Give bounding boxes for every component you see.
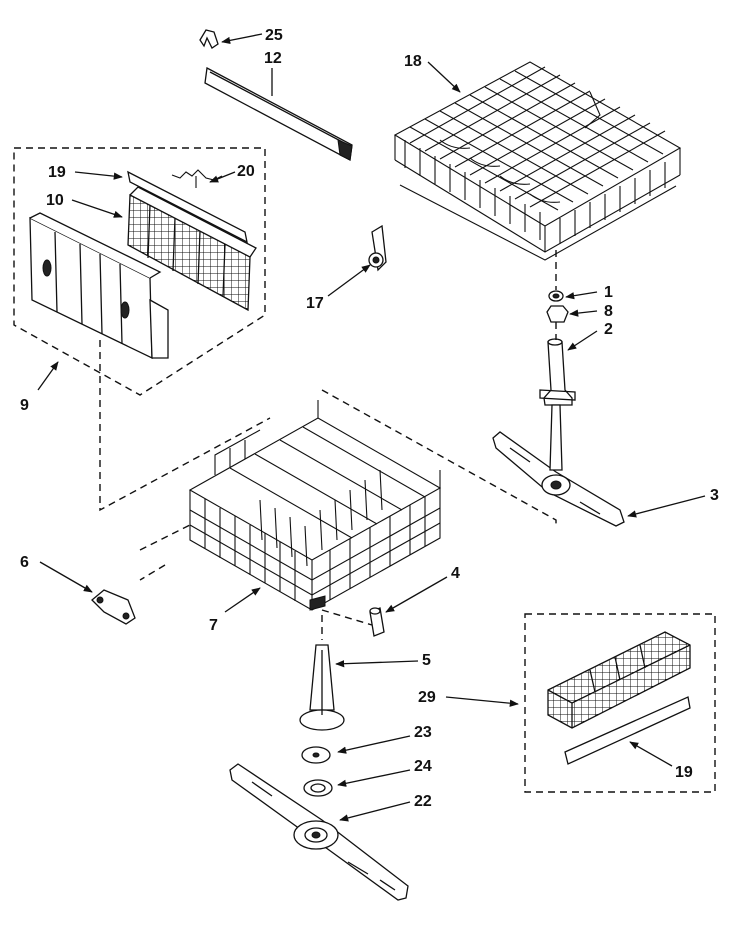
- part-29-basket: [547, 631, 691, 729]
- part-6-roller: [91, 589, 136, 625]
- part-17-bracket: [368, 224, 387, 272]
- part-1-nut: [548, 290, 564, 302]
- callout-18: 18: [404, 53, 422, 70]
- part-9-group-outline: [13, 147, 266, 396]
- part-3-upper-spray-arm: [492, 404, 625, 527]
- callout-2: 2: [604, 321, 613, 338]
- callout-9: 9: [20, 397, 29, 414]
- callout-6: 6: [20, 554, 29, 571]
- leader-arrows: [37, 33, 706, 822]
- callout-17: 17: [306, 295, 324, 312]
- callout-29: 29: [418, 689, 436, 706]
- assembly-line-roller: [139, 524, 191, 581]
- part-25-clip: [199, 29, 219, 49]
- part-19-strip-upper: [127, 170, 248, 244]
- part-4-wheel: [369, 607, 385, 637]
- part-2-feed-tube: [539, 338, 576, 406]
- part-19-strip-lower: [564, 696, 691, 765]
- part-24-seal: [303, 779, 333, 797]
- part-7-lower-rack: [188, 400, 442, 611]
- part-10-shelf: [127, 186, 257, 312]
- part-5-hub: [299, 644, 345, 731]
- part-12-rail: [204, 66, 353, 162]
- callout-19-upper: 19: [48, 164, 66, 181]
- callout-7: 7: [209, 617, 218, 634]
- part-29-group-outline: [524, 613, 716, 793]
- part-22-lower-spray-arm: [229, 763, 409, 901]
- assembly-line-rack-arm: [321, 389, 557, 525]
- callout-19-lower: 19: [675, 764, 693, 781]
- part-20-clip: [171, 169, 223, 188]
- callout-1: 1: [604, 284, 613, 301]
- callout-4: 4: [451, 565, 460, 582]
- callout-20: 20: [237, 163, 255, 180]
- callout-24: 24: [414, 758, 432, 775]
- callout-8: 8: [604, 303, 613, 320]
- callout-12: 12: [264, 50, 282, 67]
- assembly-line-wheel: [321, 609, 373, 626]
- assembly-line-rack-panel: [99, 340, 271, 512]
- part-18-upper-rack: [393, 61, 682, 261]
- callout-10: 10: [46, 192, 64, 209]
- callout-25: 25: [265, 27, 283, 44]
- callout-3: 3: [710, 487, 719, 504]
- part-23-washer: [301, 746, 331, 764]
- callout-5: 5: [422, 652, 431, 669]
- part-9-panel: [29, 212, 169, 360]
- callout-22: 22: [414, 793, 432, 810]
- callout-23: 23: [414, 724, 432, 741]
- part-8-nut: [546, 305, 569, 323]
